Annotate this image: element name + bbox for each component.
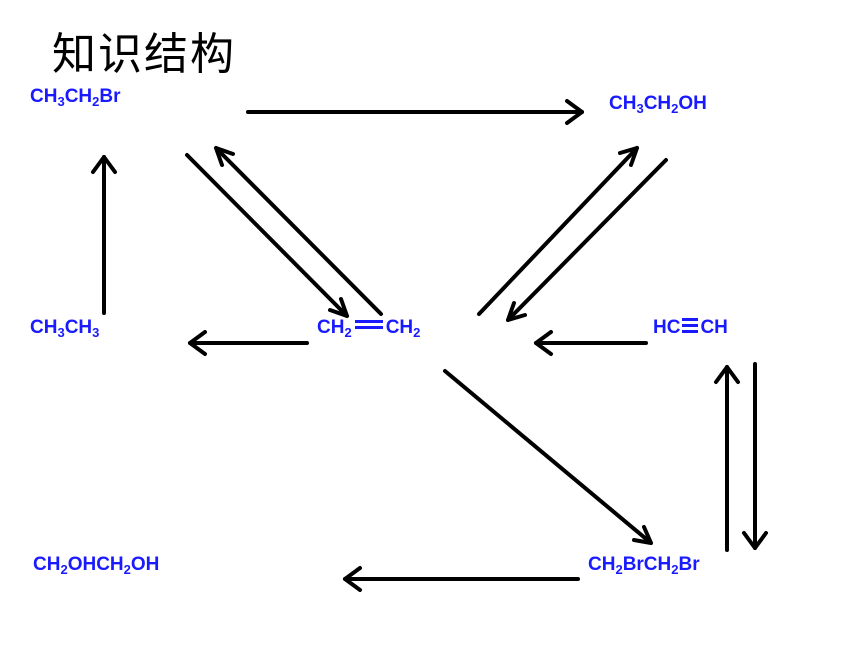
arrow-acetylene-to-ethylene bbox=[534, 330, 648, 356]
arrow-ethylene-to-ethane bbox=[188, 330, 309, 356]
arrow-acetylene-to-dibromoethane bbox=[742, 362, 768, 550]
arrow-bromoethane-to-ethylene bbox=[185, 153, 349, 318]
triple-bond bbox=[682, 317, 699, 335]
arrow-ethylene-to-ethanol bbox=[477, 146, 639, 316]
compound-bromoethane: CH3CH2Br bbox=[30, 86, 121, 109]
compound-dibromoethane: CH2BrCH2Br bbox=[588, 554, 700, 577]
arrow-ethylene-to-dibromoethane bbox=[443, 369, 653, 545]
double-bond bbox=[354, 318, 383, 332]
arrow-dibromoethane-to-acetylene bbox=[714, 365, 740, 552]
compound-ethanol: CH3CH2OH bbox=[609, 93, 707, 116]
arrow-dibromoethane-to-ethylene-glycol bbox=[343, 566, 580, 592]
arrow-ethylene-to-bromoethane bbox=[214, 146, 383, 316]
compound-ethylene-glycol: CH2OHCH2OH bbox=[33, 554, 160, 577]
arrow-bromoethane-to-ethanol bbox=[246, 99, 584, 125]
arrow-ethane-to-bromoethane bbox=[91, 155, 117, 315]
page-title: 知识结构 bbox=[52, 29, 236, 80]
compound-ethane: CH3CH3 bbox=[30, 317, 100, 340]
arrow-ethanol-to-ethylene bbox=[506, 158, 668, 322]
